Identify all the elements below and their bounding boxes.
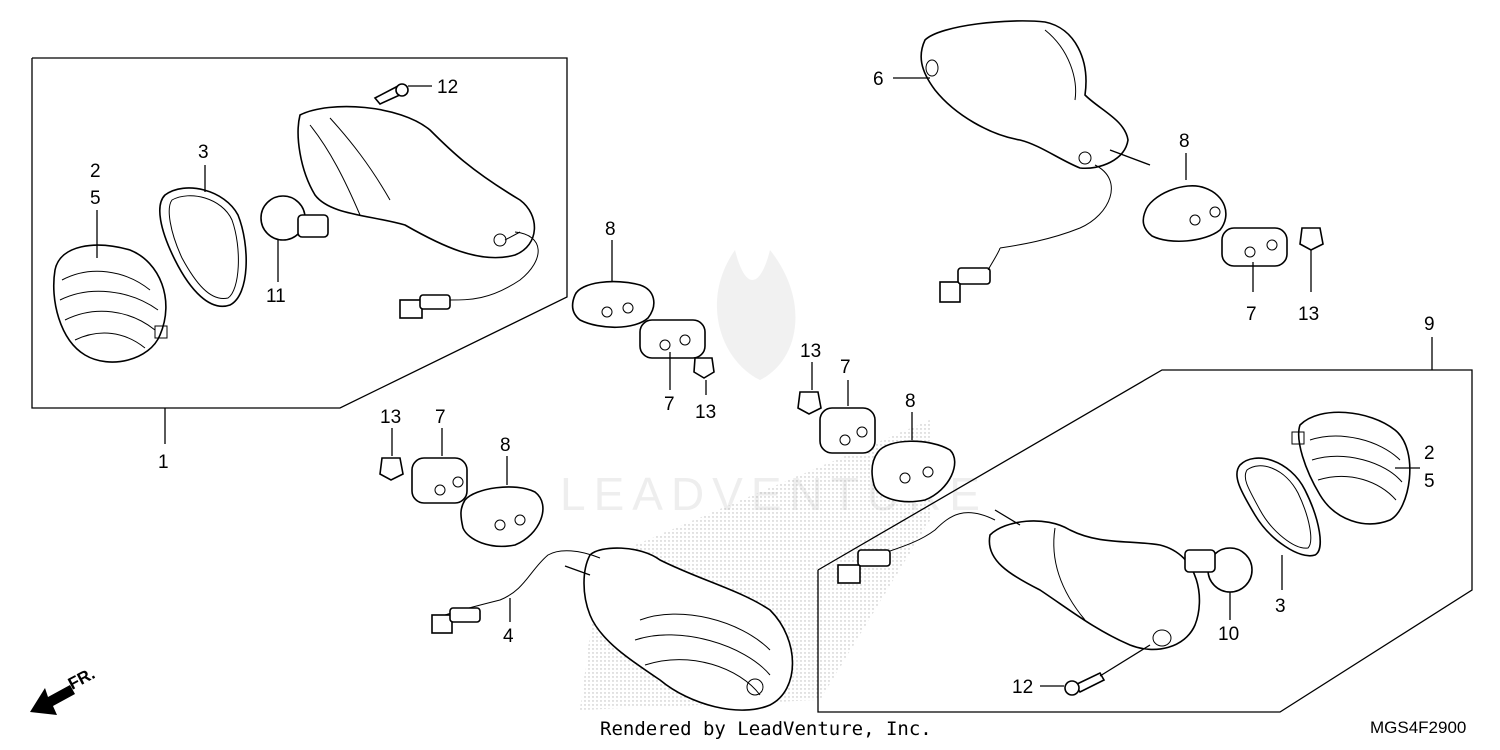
callout-8: 8 bbox=[500, 435, 511, 456]
callout-7: 7 bbox=[840, 357, 851, 378]
housing-left bbox=[297, 105, 539, 319]
callout-7: 7 bbox=[664, 394, 675, 415]
mount-set-top-right: 8 7 13 bbox=[1142, 131, 1324, 325]
lens-left bbox=[52, 244, 168, 363]
callout-5: 5 bbox=[1424, 471, 1435, 492]
assembly-6-winker-top-right: 6 bbox=[873, 20, 1151, 303]
diagram-code: MGS4F2900 bbox=[1370, 718, 1467, 737]
callout-4: 4 bbox=[503, 626, 514, 647]
callout-10: 10 bbox=[1218, 624, 1239, 645]
callout-9: 9 bbox=[1424, 314, 1435, 335]
callout-13: 13 bbox=[800, 341, 821, 362]
callout-13: 13 bbox=[380, 407, 401, 428]
callout-8: 8 bbox=[1179, 131, 1190, 152]
callout-3: 3 bbox=[1275, 596, 1286, 617]
callout-6: 6 bbox=[873, 69, 884, 90]
callout-12: 12 bbox=[1012, 677, 1033, 698]
mount-set-upper-center: 8 7 13 bbox=[571, 219, 716, 423]
assembly-4-winker-lower: 4 bbox=[431, 547, 794, 711]
gasket-left bbox=[159, 187, 247, 308]
assembly-9-rear-right-winker: 9 10 3 2 5 12 bbox=[817, 314, 1473, 713]
callout-2: 2 bbox=[90, 161, 101, 182]
callout-7: 7 bbox=[1246, 304, 1257, 325]
callout-5: 5 bbox=[90, 188, 101, 209]
group-box-1 bbox=[31, 57, 568, 409]
callout-7: 7 bbox=[435, 407, 446, 428]
callout-8: 8 bbox=[905, 391, 916, 412]
callout-11: 11 bbox=[266, 286, 286, 307]
mount-set-lower-left: 13 7 8 bbox=[379, 407, 544, 547]
group-box-9 bbox=[817, 369, 1473, 713]
callout-8: 8 bbox=[605, 219, 616, 240]
callout-13: 13 bbox=[695, 402, 716, 423]
callout-12: 12 bbox=[437, 77, 458, 98]
assembly-1-front-left-winker: 2 5 3 11 12 1 bbox=[31, 57, 568, 473]
bulb-left bbox=[260, 195, 329, 241]
callout-3: 3 bbox=[198, 142, 209, 163]
screw-left bbox=[373, 83, 409, 105]
callout-2: 2 bbox=[1424, 443, 1435, 464]
arrow-icon bbox=[30, 685, 75, 715]
callout-1: 1 bbox=[158, 452, 169, 473]
front-direction-arrow: FR. bbox=[30, 664, 98, 715]
mount-set-middle-right: 13 7 8 bbox=[797, 341, 956, 503]
footer-credit: Rendered by LeadVenture, Inc. bbox=[600, 718, 932, 740]
callout-13: 13 bbox=[1298, 304, 1319, 325]
